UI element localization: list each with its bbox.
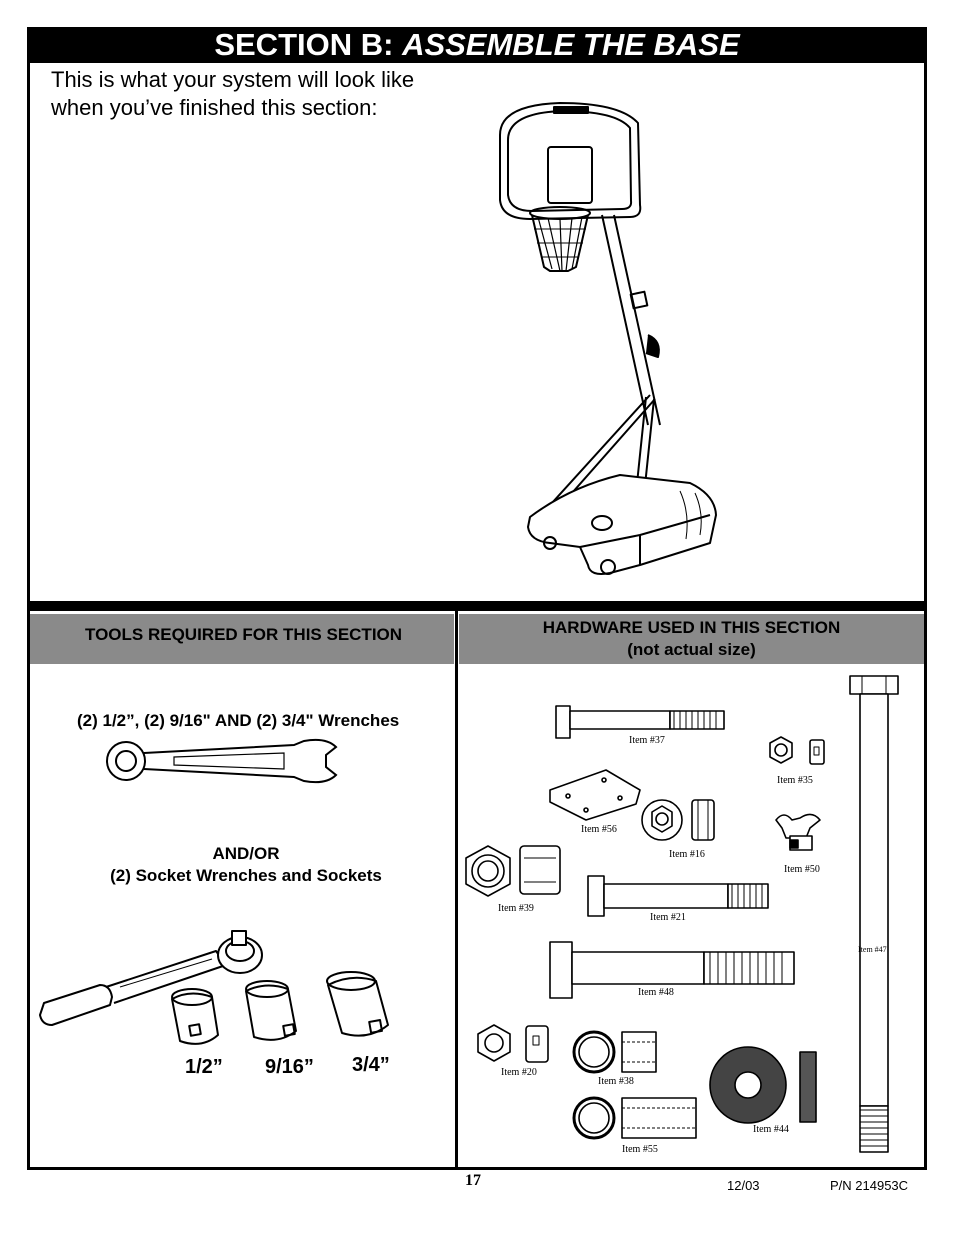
- intro-line-1: This is what your system will look like: [51, 67, 415, 92]
- section-title: SECTION B: ASSEMBLE THE BASE: [27, 27, 927, 63]
- section-divider: [27, 601, 927, 611]
- item-44-label: Item #44: [753, 1124, 789, 1135]
- item-37-bolt: [555, 705, 725, 739]
- item-56-plate: [549, 769, 641, 821]
- item-39-large-nut: [465, 845, 561, 897]
- section-title-prefix: SECTION B:: [214, 27, 403, 62]
- socket-size-three-quarter: 3/4”: [352, 1054, 390, 1076]
- item-50-label: Item #50: [784, 864, 820, 875]
- item-38-label: Item #38: [598, 1076, 634, 1087]
- item-16-flange-nut: [641, 799, 715, 841]
- page-number: 17: [465, 1172, 481, 1189]
- item-35-label: Item #35: [777, 775, 813, 786]
- item-21-bolt: [587, 875, 769, 917]
- item-47-long-bolt: [849, 675, 899, 1153]
- item-44-washer: [709, 1046, 817, 1124]
- item-21-label: Item #21: [650, 912, 686, 923]
- part-number: P/N 214953C: [830, 1178, 909, 1193]
- combination-wrench-illustration: [106, 738, 338, 784]
- item-55-spacer: [572, 1096, 697, 1140]
- footer-date: 12/03: [727, 1178, 760, 1193]
- socket-size-nine-sixteenths: 9/16”: [265, 1056, 314, 1078]
- item-48-label: Item #48: [638, 987, 674, 998]
- tools-header: TOOLS REQUIRED FOR THIS SECTION: [30, 614, 454, 664]
- intro-text: This is what your system will look like …: [51, 66, 471, 122]
- tools-header-label: TOOLS REQUIRED FOR THIS SECTION: [85, 625, 403, 644]
- section-title-emphasis: ASSEMBLE THE BASE: [402, 27, 740, 62]
- hardware-illustrations: [465, 675, 899, 1153]
- hardware-header-line-2: (not actual size): [627, 640, 756, 659]
- andor-label: AND/OR: [212, 844, 280, 863]
- item-20-nut: [477, 1024, 549, 1063]
- item-35-nut: [769, 736, 825, 765]
- intro-line-2: when you’ve finished this section:: [51, 95, 378, 120]
- item-20-label: Item #20: [501, 1067, 537, 1078]
- socket-wrench-illustration: [39, 930, 389, 1045]
- item-38-spacer: [572, 1030, 657, 1074]
- socket-size-half: 1/2”: [185, 1056, 223, 1078]
- item-39-label: Item #39: [498, 903, 534, 914]
- item-16-label: Item #16: [669, 849, 705, 860]
- column-divider: [455, 611, 458, 1167]
- item-56-label: Item #56: [581, 824, 617, 835]
- item-55-label: Item #55: [622, 1144, 658, 1155]
- socket-wrenches-label: (2) Socket Wrenches and Sockets: [110, 866, 382, 885]
- hardware-header-line-1: HARDWARE USED IN THIS SECTION: [542, 618, 841, 637]
- item-48-bolt: [549, 941, 795, 999]
- item-47-label: Item #47: [858, 945, 887, 954]
- basketball-system-illustration: [499, 102, 717, 575]
- hardware-header: HARDWARE USED IN THIS SECTION (not actua…: [459, 614, 924, 664]
- item-50-clip: [775, 813, 821, 851]
- item-37-label: Item #37: [629, 735, 665, 746]
- wrenches-label: (2) 1/2”, (2) 9/16" AND (2) 3/4" Wrenche…: [77, 711, 400, 730]
